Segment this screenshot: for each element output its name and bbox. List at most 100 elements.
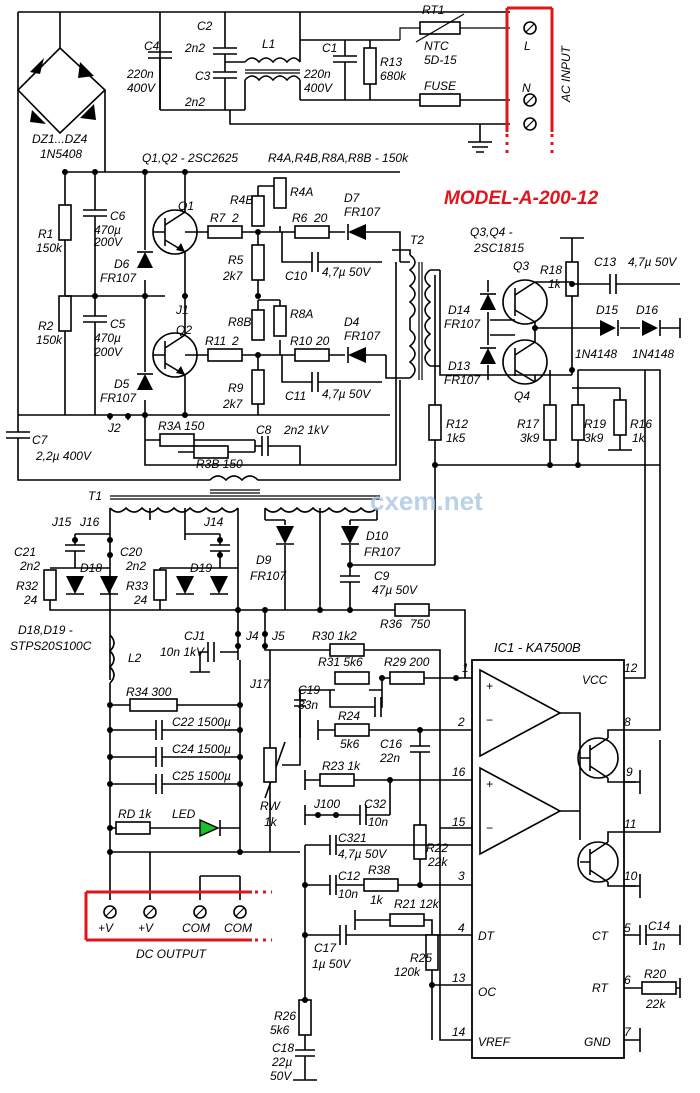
- r30-label: R30 1k2: [312, 629, 357, 643]
- q4-label: Q4: [514, 389, 530, 403]
- rt1-label: RT1: [422, 3, 444, 17]
- driver-section: Q3,Q4 - 2SC1815 R18 1k Q3 Q4 D14 FR107 D…: [428, 225, 681, 565]
- r11-value: 2: [231, 334, 239, 348]
- led-label: LED: [172, 807, 196, 821]
- c4-value: 220n: [126, 67, 154, 81]
- r26-label: R26: [274, 1009, 296, 1023]
- r23-resistor: [319, 773, 355, 787]
- r31-resistor: [334, 671, 370, 685]
- ac-input-label: AC INPUT: [559, 44, 573, 103]
- r6-label: R6: [292, 211, 308, 225]
- r12-resistor: [428, 404, 442, 441]
- r19-label: R19: [584, 417, 606, 431]
- r2-value: 150k: [36, 333, 63, 347]
- r4ab-label: R4A,R4B,R8A,R8B - 150k: [268, 151, 409, 165]
- r36-label: R36: [380, 617, 402, 631]
- pin-1: 1: [462, 661, 469, 675]
- c4-voltage: 400V: [127, 81, 156, 95]
- rw-value: 1k: [264, 815, 278, 829]
- bridge-diodes: [30, 58, 96, 124]
- pin-11: 11: [624, 817, 636, 831]
- c20-label: C20: [120, 545, 142, 559]
- c19-value: 33n: [298, 698, 318, 712]
- pin-dt-label: DT: [478, 929, 496, 943]
- r19-value: 3k9: [584, 431, 604, 445]
- r20-value: 22k: [645, 997, 666, 1011]
- t1-label: T1: [88, 489, 102, 503]
- c6-value: 470µ: [94, 223, 121, 237]
- d13-value: FR107: [444, 373, 481, 387]
- d16-label: D16: [636, 303, 658, 317]
- j100-label: J100: [313, 797, 340, 811]
- l1-label: L1: [262, 37, 275, 51]
- d10-value: FR107: [364, 545, 401, 559]
- c12-label: C12: [338, 869, 360, 883]
- r23-label: R23 1k: [322, 759, 361, 773]
- c18-value: 22µ: [271, 1055, 292, 1069]
- out-com2-label: COM: [224, 921, 252, 935]
- d6-value: FR107: [100, 271, 137, 285]
- r13-resistor: [363, 47, 377, 85]
- pin-15: 15: [452, 815, 466, 829]
- c19-label: C19: [298, 683, 320, 697]
- r7-resistor: [207, 225, 243, 239]
- led-indicator: [199, 818, 220, 838]
- r9-value: 2k7: [222, 397, 244, 411]
- ic1-plus2: +: [486, 777, 493, 791]
- model-title: MODEL-A-200-12: [444, 188, 599, 209]
- fuse-element: [419, 93, 461, 107]
- terminal-n-label: N: [522, 81, 531, 95]
- out-com1-label: COM: [182, 921, 210, 935]
- r29-resistor: [389, 671, 425, 685]
- c8-label: C8: [256, 423, 272, 437]
- r7-label: R7: [210, 211, 227, 225]
- q3-label: Q3: [513, 259, 529, 273]
- r18-label: R18: [540, 263, 562, 277]
- r11-label: R11: [205, 334, 226, 348]
- c6-voltage: 200V: [93, 235, 123, 249]
- c2-label: C2: [197, 19, 213, 33]
- d18-label: D18: [80, 561, 102, 575]
- c3-value: 2n2: [184, 95, 205, 109]
- ic-output-transistor-1: [577, 737, 619, 779]
- r3a-resistor: [159, 433, 195, 447]
- t2-transformer: T2: [385, 233, 440, 380]
- r34-label: R34 300: [126, 685, 172, 699]
- r16-label: R16: [630, 417, 652, 431]
- pin-12: 12: [624, 661, 638, 675]
- r4b-resistor: [251, 195, 265, 227]
- r16-resistor: [613, 399, 627, 436]
- r33-resistor: [153, 569, 167, 601]
- r3b-resistor: [193, 445, 229, 459]
- r8b-label: R8B: [228, 315, 251, 329]
- r25-resistor: [425, 934, 439, 971]
- c5-label: C5: [110, 317, 126, 331]
- r21-label: R21 12k: [394, 897, 440, 911]
- c25-label: C25 1500µ: [172, 769, 231, 783]
- c7-label: C7: [32, 433, 49, 447]
- d15-label: D15: [596, 303, 618, 317]
- d19-label: D19: [190, 561, 212, 575]
- l2-label: L2: [128, 651, 142, 665]
- c2-value: 2n2: [184, 41, 205, 55]
- ic1-ka7500b: IC1 - KA7500B + − + − 1 2 16 15 3 4 13 1…: [452, 370, 681, 1059]
- r32-label: R32: [16, 579, 38, 593]
- r21-resistor: [389, 913, 425, 927]
- r7-value: 2: [231, 211, 239, 225]
- ic1-label: IC1 - KA7500B: [494, 640, 581, 655]
- r31-label: R31 5k6: [318, 655, 363, 669]
- j15-label: J15: [51, 515, 72, 529]
- dc-output-label: DC OUTPUT: [136, 947, 208, 961]
- r20-label: R20: [644, 967, 666, 981]
- j1-label: J1: [175, 303, 189, 317]
- output-filter-section: R34 300 C22 1500µ C24 1500µ C25 1500µ RD…: [84, 650, 330, 961]
- ic1-minus2: −: [486, 821, 493, 835]
- pin-5: 5: [624, 921, 631, 935]
- c1-value: 220n: [303, 67, 331, 81]
- c6-label: C6: [110, 209, 126, 223]
- c10-value: 4,7µ 50V: [322, 265, 371, 279]
- pin-4: 4: [458, 921, 465, 935]
- r3b-label: R3B 150: [196, 457, 243, 471]
- pin-gnd-label: GND: [584, 1035, 611, 1049]
- q1-label: Q1: [178, 199, 194, 213]
